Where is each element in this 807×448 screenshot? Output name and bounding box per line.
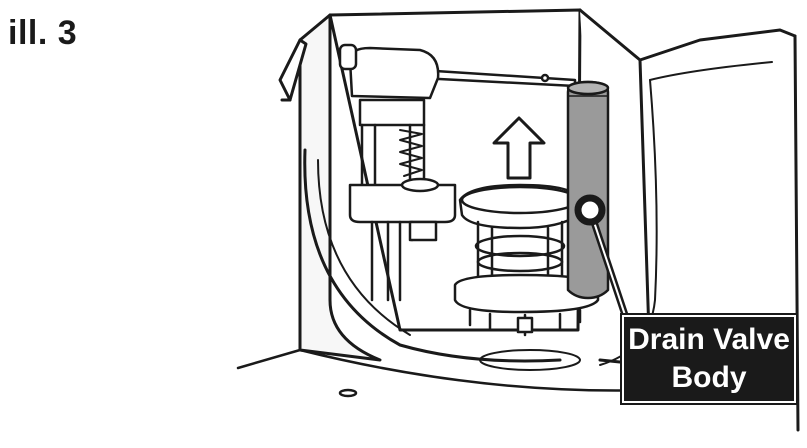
callout-leader — [574, 194, 630, 322]
drain-valve-body-callout: Drain Valve Body — [620, 313, 798, 405]
figure-label: ill. 3 — [8, 14, 78, 52]
callout-line-1: Drain Valve — [628, 323, 790, 356]
tank-base — [236, 348, 792, 398]
up-arrow-icon — [492, 116, 546, 180]
fill-valve — [338, 43, 457, 302]
callout-line-2: Body — [671, 361, 747, 394]
callout-marker — [574, 194, 606, 226]
